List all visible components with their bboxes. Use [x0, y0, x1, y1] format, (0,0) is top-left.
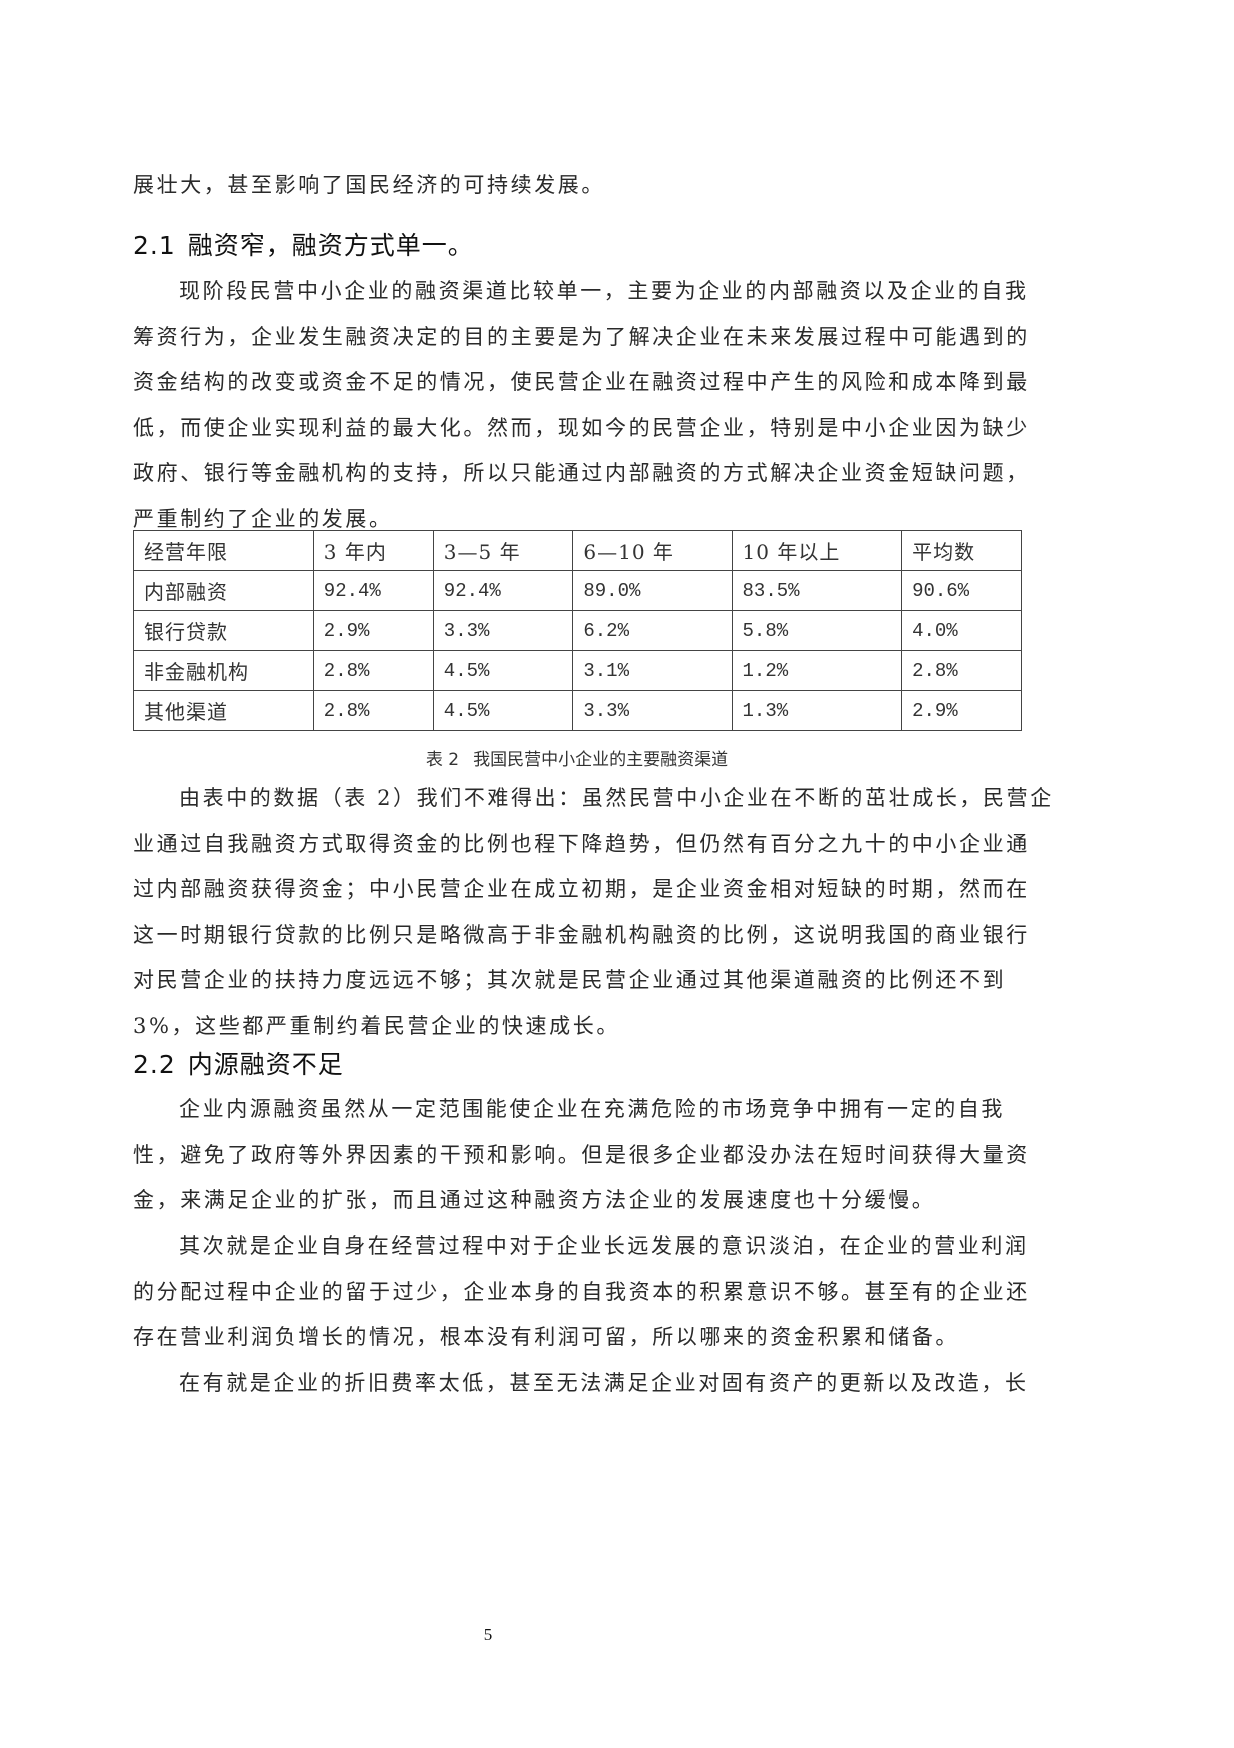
text-line: 对民营企业的扶持力度远远不够；其次就是民营企业通过其他渠道融资的比例还不到 [133, 968, 1007, 992]
table-cell: 4.5% [432, 650, 574, 691]
table-header-cell: 平均数 [901, 530, 1022, 571]
table-cell: 1.2% [731, 650, 903, 691]
text-line: 企业内源融资虽然从一定范围能使企业在充满危险的市场竞争中拥有一定的自我 [179, 1097, 1005, 1121]
section-1-paragraph-1: 现阶段民营中小企业的融资渠道比较单一，主要为企业的内部融资以及企业的自我 筹资行… [133, 269, 1030, 542]
table-cell: 89.0% [572, 570, 733, 611]
table-header-cell: 6—10 年 [572, 530, 733, 571]
section-2-paragraph-2: 其次就是企业自身在经营过程中对于企业长远发展的意识淡泊，在企业的营业利润 的分配… [133, 1224, 1030, 1361]
text-line: 资金结构的改变或资金不足的情况，使民营企业在融资过程中产生的风险和成本降到最 [133, 370, 1030, 394]
table-cell: 1.3% [731, 690, 903, 731]
financing-channels-table: 经营年限 3 年内 3—5 年 6—10 年 10 年以上 平均数 内部融资 9… [133, 530, 1022, 731]
text-line: 严重制约了企业的发展。 [133, 506, 393, 531]
table-cell: 6.2% [572, 610, 733, 651]
table-cell: 3.3% [432, 610, 574, 651]
table-cell: 4.5% [432, 690, 574, 731]
table-caption-label: 表 2 [425, 750, 460, 770]
section-heading-2-2: 2.2 内源融资不足 [133, 1045, 344, 1081]
page-number: 5 [483, 1625, 493, 1644]
table-cell: 4.0% [901, 610, 1022, 651]
table-row-label: 内部融资 [133, 570, 314, 611]
table-row: 其他渠道 2.8% 4.5% 3.3% 1.3% 2.9% [133, 690, 1022, 731]
table-caption-text: 我国民营中小企业的主要融资渠道 [473, 750, 729, 770]
table-cell: 3.3% [572, 690, 733, 731]
table-row: 非金融机构 2.8% 4.5% 3.1% 1.2% 2.8% [133, 650, 1022, 691]
table-header-cell: 3 年内 [312, 530, 434, 571]
table-row-label: 银行贷款 [133, 610, 314, 651]
section-2-paragraph-1: 企业内源融资虽然从一定范围能使企业在充满危险的市场竞争中拥有一定的自我 性，避免… [133, 1087, 1030, 1224]
table-cell: 2.9% [312, 610, 434, 651]
text-line: 由表中的数据（表 2）我们不难得出：虽然民营中小企业在不断的茁壮成长，民营企 [179, 786, 1054, 810]
table-caption: 表 2 我国民营中小企业的主要融资渠道 [0, 745, 1154, 770]
table-row-label: 非金融机构 [133, 650, 314, 691]
text-line: 筹资行为，企业发生融资决定的目的主要是为了解决企业在未来发展过程中可能遇到的 [133, 324, 1030, 349]
section-heading-2-1: 2.1 融资窄，融资方式单一。 [133, 226, 474, 262]
text-line: 展壮大，甚至影响了国民经济的可持续发展。 [133, 173, 605, 197]
text-line: 的分配过程中企业的留于过少，企业本身的自我资本的积累意识不够。甚至有的企业还 [133, 1279, 1030, 1304]
text-line: 在有就是企业的折旧费率太低，甚至无法满足企业对固有资产的更新以及改造，长 [179, 1371, 1029, 1395]
section-number: 2.2 [133, 1050, 176, 1079]
table-header-cell: 3—5 年 [432, 530, 574, 571]
text-line: 性，避免了政府等外界因素的干预和影响。但是很多企业都没办法在短时间获得大量资 [133, 1142, 1030, 1167]
lead-paragraph: 展壮大，甚至影响了国民经济的可持续发展。 [133, 163, 1023, 209]
table-cell: 5.8% [731, 610, 903, 651]
section-2-paragraph-3: 在有就是企业的折旧费率太低，甚至无法满足企业对固有资产的更新以及改造，长 [133, 1361, 1029, 1407]
section-title: 内源融资不足 [187, 1050, 344, 1079]
table-header-row: 经营年限 3 年内 3—5 年 6—10 年 10 年以上 平均数 [133, 530, 1022, 571]
table-cell: 2.8% [901, 650, 1022, 691]
text-line: 其次就是企业自身在经营过程中对于企业长远发展的意识淡泊，在企业的营业利润 [179, 1234, 1029, 1258]
table-row: 内部融资 92.4% 92.4% 89.0% 83.5% 90.6% [133, 570, 1022, 611]
table-header-cell: 10 年以上 [731, 530, 903, 571]
text-line: 业通过自我融资方式取得资金的比例也程下降趋势，但仍然有百分之九十的中小企业通 [133, 831, 1030, 856]
text-line: 现阶段民营中小企业的融资渠道比较单一，主要为企业的内部融资以及企业的自我 [179, 279, 1029, 303]
table-cell: 2.8% [312, 690, 434, 731]
table-cell: 2.9% [901, 690, 1022, 731]
text-line: 3%，这些都严重制约着民营企业的快速成长。 [133, 1013, 620, 1038]
text-line: 金，来满足企业的扩张，而且通过这种融资方法企业的发展速度也十分缓慢。 [133, 1188, 936, 1212]
table-row-label: 其他渠道 [133, 690, 314, 731]
text-line: 过内部融资获得资金；中小民营企业在成立初期，是企业资金相对短缺的时期，然而在 [133, 877, 1030, 901]
table-cell: 92.4% [312, 570, 434, 611]
section-title: 融资窄，融资方式单一。 [187, 231, 474, 260]
text-line: 存在营业利润负增长的情况，根本没有利润可留，所以哪来的资金积累和储备。 [133, 1325, 959, 1349]
text-line: 低，而使企业实现利益的最大化。然而，现如今的民营企业，特别是中小企业因为缺少 [133, 415, 1030, 440]
table-cell: 90.6% [901, 570, 1022, 611]
table-cell: 92.4% [432, 570, 574, 611]
table-cell: 83.5% [731, 570, 903, 611]
text-line: 这一时期银行贷款的比例只是略微高于非金融机构融资的比例，这说明我国的商业银行 [133, 922, 1030, 947]
text-line: 政府、银行等金融机构的支持，所以只能通过内部融资的方式解决企业资金短缺问题， [133, 461, 1030, 485]
section-1-paragraph-2: 由表中的数据（表 2）我们不难得出：虽然民营中小企业在不断的茁壮成长，民营企 业… [133, 776, 1054, 1049]
table-cell: 3.1% [572, 650, 733, 691]
table-row: 银行贷款 2.9% 3.3% 6.2% 5.8% 4.0% [133, 610, 1022, 651]
table-cell: 2.8% [312, 650, 434, 691]
section-number: 2.1 [133, 231, 176, 260]
table-header-cell: 经营年限 [133, 530, 314, 571]
